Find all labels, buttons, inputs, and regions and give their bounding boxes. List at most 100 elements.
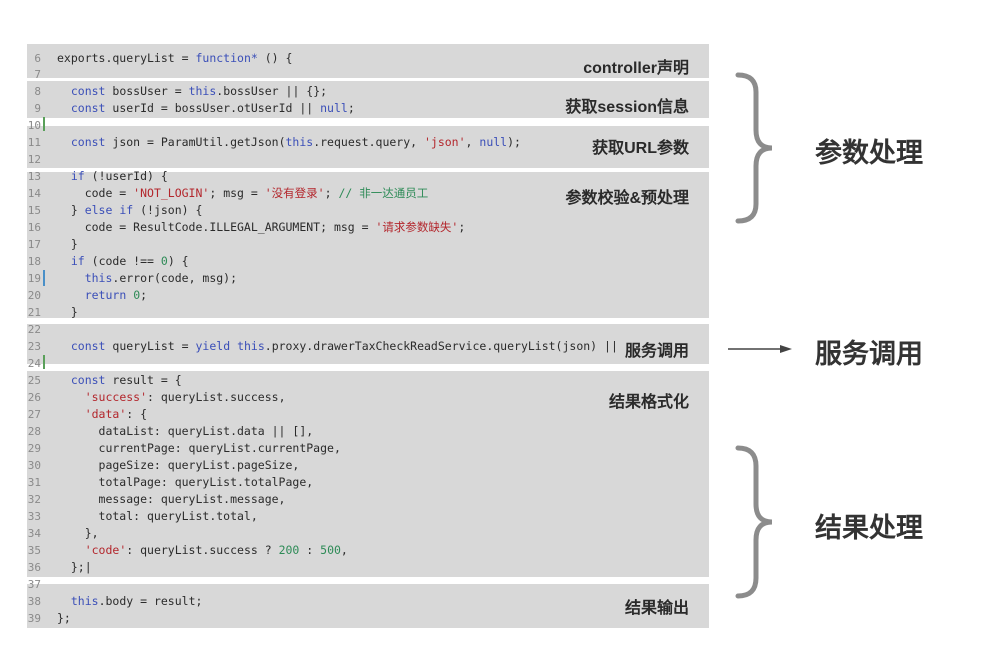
code-line: 27 'data': { bbox=[27, 406, 709, 423]
code-text: 'data': { bbox=[84, 407, 148, 421]
tag-service-call: 服务调用 bbox=[624, 343, 689, 360]
line-number: 21 bbox=[27, 306, 41, 319]
code-line: 16 code = ResultCode.ILLEGAL_ARGUMENT; m… bbox=[27, 219, 709, 236]
code-line: 11 const json = ParamUtil.getJson(this.r… bbox=[27, 134, 709, 151]
gutter-change-mark bbox=[43, 355, 45, 369]
code-text: exports.queryList = function* () { bbox=[57, 51, 293, 65]
code-text: message: queryList.message, bbox=[57, 492, 286, 506]
brace-params bbox=[735, 72, 773, 224]
code-text: const userId = bossUser.otUserId || null… bbox=[70, 101, 355, 115]
code-line: 35 'code': queryList.success ? 200 : 500… bbox=[27, 542, 709, 559]
code-line: 26 'success': queryList.success, bbox=[27, 389, 709, 406]
line-number: 38 bbox=[27, 595, 41, 608]
brace-result bbox=[735, 445, 773, 599]
block-url-params bbox=[27, 126, 709, 168]
block-session bbox=[27, 81, 709, 118]
gutter-change-mark bbox=[43, 117, 45, 131]
line-number: 17 bbox=[27, 238, 41, 251]
code-panel: controller声明 获取session信息 获取URL参数 参数校验&预处… bbox=[27, 44, 709, 628]
code-text: } bbox=[57, 237, 78, 251]
tag-output: 结果输出 bbox=[624, 600, 689, 617]
line-number: 23 bbox=[27, 340, 41, 353]
tag-format: 结果格式化 bbox=[608, 394, 689, 411]
code-line: 25 const result = { bbox=[27, 372, 709, 389]
line-number: 34 bbox=[27, 527, 41, 540]
code-line: 14 code = 'NOT_LOGIN'; msg = '没有登录'; // … bbox=[27, 185, 709, 202]
code-line: 18 if (code !== 0) { bbox=[27, 253, 709, 270]
code-text: 'code': queryList.success ? 200 : 500, bbox=[84, 543, 348, 557]
code-line: 30 pageSize: queryList.pageSize, bbox=[27, 457, 709, 474]
line-number: 10 bbox=[27, 119, 41, 132]
code-text: 'success': queryList.success, bbox=[84, 390, 286, 404]
code-text: pageSize: queryList.pageSize, bbox=[57, 458, 300, 472]
line-number: 27 bbox=[27, 408, 41, 421]
line-number: 31 bbox=[27, 476, 41, 489]
code-text: } else if (!json) { bbox=[57, 203, 203, 217]
line-number: 30 bbox=[27, 459, 41, 472]
line-number: 7 bbox=[34, 68, 41, 81]
code-text: const queryList = yield this.proxy.drawe… bbox=[70, 339, 618, 353]
block-service-call bbox=[27, 324, 709, 364]
line-number: 22 bbox=[27, 323, 41, 336]
line-number: 28 bbox=[27, 425, 41, 438]
line-number: 20 bbox=[27, 289, 41, 302]
tag-validate: 参数校验&预处理 bbox=[565, 190, 689, 207]
block-validate bbox=[27, 172, 709, 318]
line-number: 11 bbox=[27, 136, 41, 149]
line-number: 9 bbox=[34, 102, 41, 115]
block-controller bbox=[27, 44, 709, 78]
code-text: this.error(code, msg); bbox=[84, 271, 238, 285]
line-number: 16 bbox=[27, 221, 41, 234]
tag-controller: controller声明 bbox=[583, 60, 689, 77]
code-text: this.body = result; bbox=[70, 594, 203, 608]
code-text: }, bbox=[57, 526, 99, 540]
line-number: 37 bbox=[27, 578, 41, 591]
line-number: 29 bbox=[27, 442, 41, 455]
line-number: 14 bbox=[27, 187, 41, 200]
line-number: 18 bbox=[27, 255, 41, 268]
code-line: 13 if (!userId) { bbox=[27, 168, 709, 185]
line-number: 35 bbox=[27, 544, 41, 557]
code-line: 36 };| bbox=[27, 559, 709, 576]
code-line: 19 this.error(code, msg); bbox=[27, 270, 709, 287]
code-text: code = ResultCode.ILLEGAL_ARGUMENT; msg … bbox=[57, 220, 466, 234]
code-line: 37 bbox=[27, 576, 709, 593]
code-text: totalPage: queryList.totalPage, bbox=[57, 475, 314, 489]
code-text: return 0; bbox=[84, 288, 148, 302]
code-line: 29 currentPage: queryList.currentPage, bbox=[27, 440, 709, 457]
line-number: 24 bbox=[27, 357, 41, 370]
code-line: 20 return 0; bbox=[27, 287, 709, 304]
tag-session: 获取session信息 bbox=[565, 99, 689, 116]
code-text: const result = { bbox=[70, 373, 182, 387]
code-line: 32 message: queryList.message, bbox=[27, 491, 709, 508]
code-line: 17 } bbox=[27, 236, 709, 253]
code-line: 34 }, bbox=[27, 525, 709, 542]
code-line: 7 bbox=[27, 66, 709, 83]
code-text: code = 'NOT_LOGIN'; msg = '没有登录'; // 非一达… bbox=[57, 186, 429, 200]
code-text: dataList: queryList.data || [], bbox=[57, 424, 314, 438]
gutter-change-mark bbox=[43, 270, 45, 286]
code-text: if (!userId) { bbox=[70, 169, 168, 183]
code-line: 28 dataList: queryList.data || [], bbox=[27, 423, 709, 440]
code-line: 10 bbox=[27, 117, 709, 134]
code-text: const json = ParamUtil.getJson(this.requ… bbox=[70, 135, 521, 149]
tag-url-params: 获取URL参数 bbox=[592, 140, 689, 157]
side-label-result: 结果处理 bbox=[815, 513, 923, 543]
code-line: 6 exports.queryList = function* () { bbox=[27, 50, 709, 67]
code-line: 9 const userId = bossUser.otUserId || nu… bbox=[27, 100, 709, 117]
code-line: 22 bbox=[27, 321, 709, 338]
code-line: 38 this.body = result; bbox=[27, 593, 709, 610]
code-line: 24 bbox=[27, 355, 709, 372]
code-text: const bossUser = this.bossUser || {}; bbox=[70, 84, 328, 98]
code-line: 15 } else if (!json) { bbox=[27, 202, 709, 219]
line-number: 6 bbox=[34, 52, 41, 65]
line-number: 26 bbox=[27, 391, 41, 404]
code-text: total: queryList.total, bbox=[57, 509, 258, 523]
side-label-service: 服务调用 bbox=[815, 339, 923, 369]
line-number: 36 bbox=[27, 561, 41, 574]
line-number: 25 bbox=[27, 374, 41, 387]
code-line: 23 const queryList = yield this.proxy.dr… bbox=[27, 338, 709, 355]
line-number: 33 bbox=[27, 510, 41, 523]
code-line: 12 bbox=[27, 151, 709, 168]
